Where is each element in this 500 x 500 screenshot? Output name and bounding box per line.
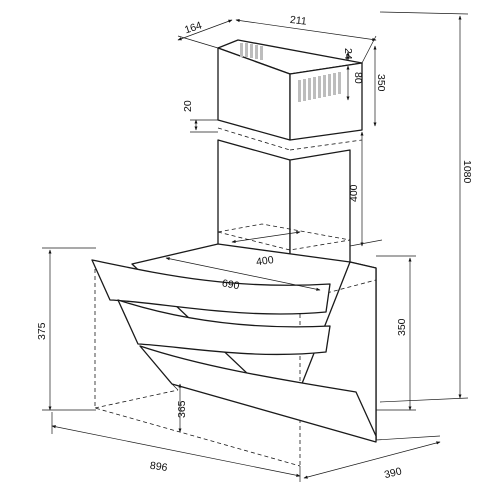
- dimension-lines: [42, 11, 469, 482]
- vent-slots-left: [240, 43, 263, 60]
- dim-overall-height: 1080: [461, 160, 473, 184]
- dim-lower-chimney: 400: [348, 184, 360, 202]
- dim-hood-inner-width: 690: [221, 277, 240, 292]
- dim-hood-depth-top: 400: [255, 254, 274, 268]
- dim-vent-height: 80: [352, 72, 364, 84]
- glass-panels: [91, 259, 377, 443]
- dim-overall-depth: 390: [383, 465, 403, 481]
- dim-front-height: 365: [176, 400, 188, 418]
- vent-slots-right: [298, 72, 341, 102]
- dim-upper-chimney: 350: [375, 74, 387, 92]
- dim-overall-width: 896: [149, 460, 168, 474]
- dim-panel-height: 375: [36, 322, 48, 340]
- dim-chimney-depth: 164: [183, 19, 204, 36]
- dim-bracket-offset: 20: [182, 100, 194, 112]
- dim-chimney-width: 211: [289, 14, 307, 28]
- dim-body-height: 350: [396, 318, 408, 336]
- dim-chimney-top-gap: 24: [342, 48, 354, 60]
- dimension-labels: 164 211 24 80 350 1080 20 400 400 690 37…: [36, 14, 473, 481]
